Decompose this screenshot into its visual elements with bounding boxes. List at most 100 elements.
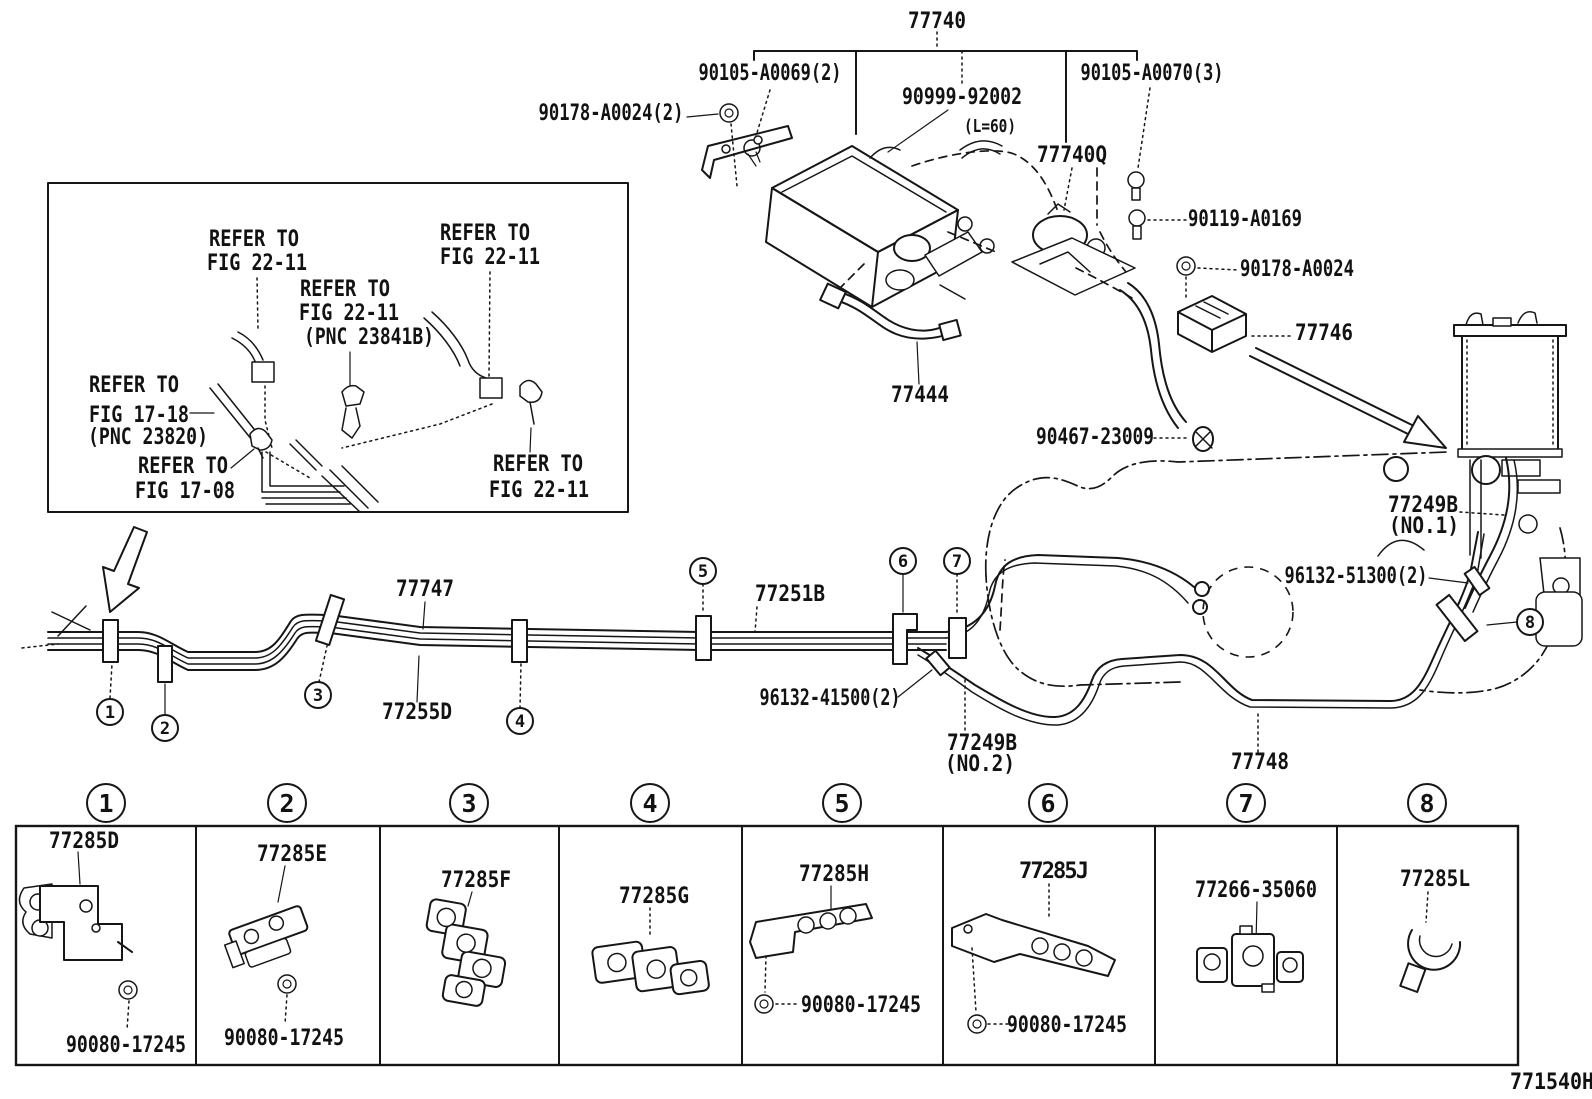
- inset-note-2-line2: FIG 22-11: [440, 245, 540, 270]
- header-callout-6: 6: [1028, 783, 1068, 823]
- tank-pump-opening: [1202, 566, 1294, 658]
- label-90178-a0024: 90178-A0024: [1240, 257, 1354, 282]
- table-cell-5: 77285H 90080-17245: [749, 862, 921, 1018]
- hose-77444: [819, 282, 962, 385]
- cell-3-part: 77285F: [441, 868, 511, 893]
- header-7-number: 7: [1238, 789, 1253, 818]
- table-cell-4: 77285G: [591, 884, 710, 996]
- callout-1-number: 1: [105, 703, 115, 723]
- clamp-77746: [1119, 282, 1291, 452]
- cell-4-part: 77285G: [619, 884, 689, 909]
- table-cell-6: 77285J 90080-17245: [951, 859, 1127, 1038]
- cell-1-sub: 90080-17245: [66, 1033, 186, 1058]
- valve-77740q: [1011, 203, 1136, 296]
- cell-8-part: 77285L: [1400, 867, 1470, 892]
- label-77444: 77444: [891, 383, 949, 408]
- table-header-callouts: 1 2 3 4 5 6 7 8: [86, 783, 1447, 823]
- header-callout-5: 5: [822, 783, 862, 823]
- header-2-number: 2: [279, 789, 294, 818]
- tube-77748-and-no2-hose: [917, 531, 1485, 726]
- header-callout-4: 4: [630, 783, 670, 823]
- label-77255d: 77255D: [382, 700, 452, 725]
- callout-5: 5: [689, 557, 717, 585]
- header-5-number: 5: [834, 789, 849, 818]
- nut-90178x2-icon: [719, 103, 739, 123]
- label-77747: 77747: [396, 577, 454, 602]
- label-77740: 77740: [908, 9, 966, 34]
- label-77746: 77746: [1295, 321, 1353, 346]
- callout-2: 2: [151, 714, 179, 742]
- callout-6: 6: [889, 547, 917, 575]
- label-96132-51300: 96132-51300(2): [1285, 564, 1428, 589]
- label-77740q: 77740Q: [1037, 143, 1107, 168]
- inset-note-2-line1: REFER TO: [440, 221, 530, 246]
- table-border: [14, 824, 1520, 1067]
- header-4-number: 4: [642, 789, 657, 818]
- label-90178-a0024x2: 90178-A0024(2): [539, 101, 684, 126]
- callout-5-number: 5: [698, 562, 708, 582]
- inset-note-3-line1: REFER TO: [300, 277, 390, 302]
- cell-1-part: 77285D: [49, 829, 119, 854]
- label-77249b-no1-note: (NO.1): [1389, 514, 1459, 539]
- cell-2-sub: 90080-17245: [224, 1026, 344, 1051]
- canister-assembly-callout: [686, 31, 1151, 211]
- inset-clamp-23841b: [341, 384, 365, 439]
- hose-90999-icon: [959, 140, 1003, 159]
- header-3-number: 3: [461, 789, 476, 818]
- table-cell-3: 77285F: [425, 868, 511, 1007]
- callout-4: 4: [506, 707, 534, 735]
- cell-6-sub: 90080-17245: [1007, 1013, 1127, 1038]
- label-77249b-no2-note: (NO.2): [945, 752, 1015, 777]
- label-77249b-no2: 77249B: [947, 731, 1017, 756]
- inset-clip-17-08: [249, 427, 273, 459]
- header-callout-3: 3: [449, 783, 489, 823]
- inset-note-5-line1: REFER TO: [138, 454, 228, 479]
- nut-90178-icon: [1176, 256, 1239, 299]
- table-cell-1: 77285D 90080-17245: [18, 829, 186, 1058]
- diagram-callouts: 1 2 3 4 5 6 7 8: [96, 547, 1544, 742]
- mid-leaders: [109, 511, 1518, 753]
- inset-note-4-line3: (PNC 23820): [88, 425, 208, 450]
- inset-pipe-bundle: [261, 439, 379, 513]
- callout-1: 1: [96, 698, 124, 726]
- drawing-code: 771540H: [1510, 1070, 1592, 1095]
- label-90467-23009: 90467-23009: [1036, 425, 1154, 450]
- no1-breather-hose: [1463, 457, 1519, 613]
- label-96132-41500: 96132-41500(2): [760, 686, 901, 711]
- callout-2-number: 2: [160, 719, 170, 739]
- label-77748: 77748: [1231, 750, 1289, 775]
- table-cell-7: 77266-35060: [1195, 878, 1317, 993]
- label-90105-a0070: 90105-A0070(3): [1081, 61, 1224, 86]
- clamp-6-icon: [892, 613, 918, 665]
- callout-8-number: 8: [1525, 613, 1535, 633]
- cell-5-part: 77285H: [799, 862, 869, 887]
- cell-6-part: 77285J: [1019, 859, 1089, 884]
- label-90999-92002: 90999-92002: [902, 85, 1022, 110]
- canister-valve-cluster: [885, 216, 995, 300]
- pipe-clamps: [102, 594, 967, 683]
- label-l60: (L=60): [964, 116, 1016, 137]
- clamp-1-icon: [102, 619, 119, 663]
- top-fasteners: [719, 103, 1239, 299]
- clamp-3-icon: [314, 594, 346, 646]
- label-90119-a0169: 90119-A0169: [1188, 207, 1302, 232]
- cell-7-part: 77266-35060: [1195, 878, 1317, 903]
- header-callout-2: 2: [267, 783, 307, 823]
- inset-note-4-line1: REFER TO: [89, 373, 179, 398]
- inset-clip-22-11: [519, 379, 543, 425]
- inset-note-1-line2: FIG 22-11: [207, 251, 307, 276]
- fuel-pump-module: [1377, 311, 1583, 647]
- pointer-arrow-icon: [1249, 347, 1447, 449]
- table-cell-2: 77285E 90080-17245: [223, 842, 344, 1051]
- callout-7: 7: [943, 547, 971, 575]
- inset-note-3-line3: (PNC 23841B): [304, 325, 434, 350]
- inset-note-5-line2: FIG 17-08: [135, 479, 235, 504]
- grommet-41500-icon: [925, 649, 951, 677]
- inset-note-1-line1: REFER TO: [209, 227, 299, 252]
- header-callout-7: 7: [1226, 783, 1266, 823]
- callout-6-number: 6: [898, 552, 908, 572]
- label-90105-a0069: 90105-A0069(2): [699, 61, 842, 86]
- dashed-hose-routes: [839, 150, 1133, 299]
